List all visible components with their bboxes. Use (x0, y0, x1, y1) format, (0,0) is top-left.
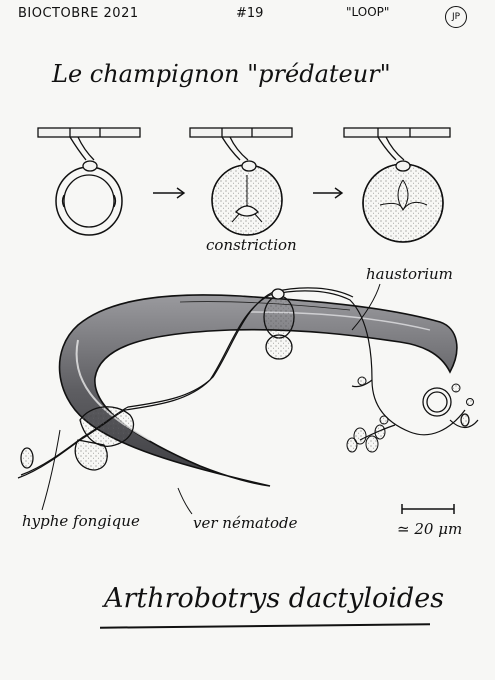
scale-bar (401, 504, 455, 514)
arrow-right-icon (153, 187, 186, 199)
artist-initials: JP (445, 6, 467, 28)
trap-stage-open (37, 127, 141, 236)
header-series: BIOCTOBRE 2021 (18, 6, 139, 21)
arrow-right-icon (313, 187, 344, 199)
label-constriction: constriction (206, 236, 297, 254)
label-scale: ≃ 20 μm (397, 520, 463, 538)
open-ring-right (422, 387, 470, 427)
label-fungal-hypha: hyphe fongique (22, 512, 140, 530)
trap-ring-left (20, 406, 135, 471)
trap-stage-constriction (189, 127, 293, 236)
species-name: Arthrobotrys dactyloides (104, 583, 445, 614)
nematode-worm (58, 294, 458, 487)
header-number: #19 (236, 6, 264, 21)
header-theme: "LOOP" (346, 5, 390, 19)
label-haustorium: haustorium (366, 265, 453, 283)
page-title: Le champignon "prédateur" (52, 60, 391, 88)
trap-ring-center (263, 288, 295, 360)
label-nematode: ver nématode (193, 514, 298, 532)
leader-lines (41, 283, 381, 515)
conidia-cluster (346, 376, 474, 453)
trap-stage-closed (343, 127, 451, 243)
